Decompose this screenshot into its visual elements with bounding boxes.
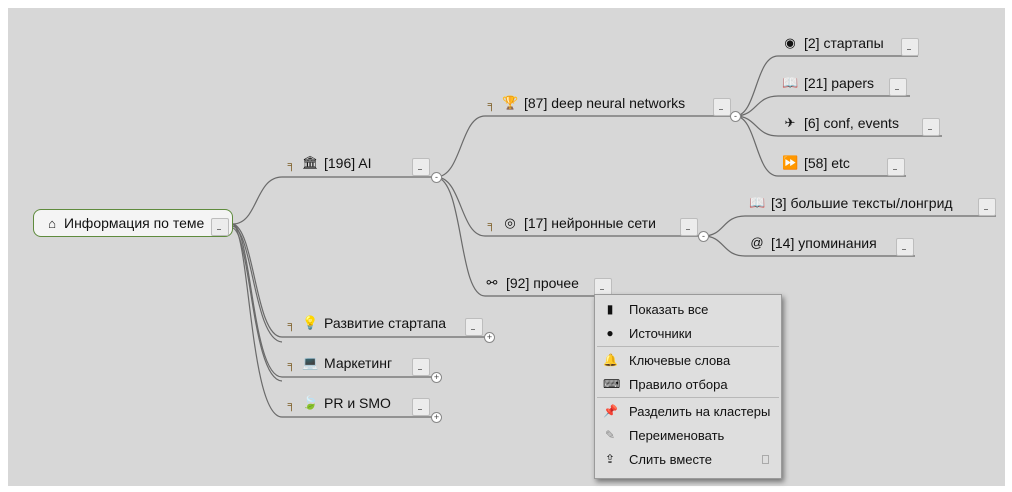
- target-plus-icon: ◉: [784, 35, 796, 50]
- node-ai[interactable]: ╕ 🏛 [196] AI: [287, 154, 372, 172]
- bell-icon: 🔔: [603, 353, 618, 367]
- mentions-dropdown-button[interactable]: [896, 238, 914, 256]
- book-icon: 📖: [782, 75, 799, 90]
- menu-item-keywords[interactable]: 🔔 Ключевые слова: [595, 348, 781, 372]
- node-papers[interactable]: 📖 [21] papers: [782, 74, 874, 92]
- startups-dropdown-button[interactable]: [901, 38, 919, 56]
- menu-item-label: Ключевые слова: [629, 352, 731, 368]
- laptop-icon: 💻: [302, 355, 319, 370]
- node-neural-label: [17] нейронные сети: [524, 215, 656, 231]
- menu-item-label: Показать все: [629, 301, 709, 317]
- node-etc-label: [58] etc: [804, 155, 850, 171]
- node-ai-label: [196] AI: [324, 155, 372, 171]
- drag-handle-icon[interactable]: ╕: [287, 359, 296, 371]
- building-icon: 🏛: [302, 155, 319, 170]
- link-icon: ⚯: [486, 275, 498, 290]
- drag-handle-icon[interactable]: ╕: [287, 399, 296, 411]
- drag-handle-icon[interactable]: ╕: [487, 99, 496, 111]
- menu-item-sources[interactable]: ● Источники: [595, 321, 781, 345]
- menu-item-label: Правило отбора: [629, 376, 728, 392]
- node-mentions-label: [14] упоминания: [771, 235, 877, 251]
- startup-dev-expand-toggle[interactable]: +: [484, 332, 495, 343]
- node-other[interactable]: ⚯ [92] прочее: [484, 274, 579, 292]
- menu-divider: [597, 346, 779, 347]
- menu-item-label: Источники: [629, 325, 692, 341]
- at-icon: @: [750, 235, 764, 250]
- papers-dropdown-button[interactable]: [889, 78, 907, 96]
- target-icon: ◎: [504, 215, 516, 230]
- long-texts-dropdown-button[interactable]: [978, 198, 996, 216]
- shortcut-icon: [762, 454, 769, 464]
- fast-forward-icon: ⏩: [782, 155, 799, 170]
- node-marketing[interactable]: ╕ 💻 Маркетинг: [287, 354, 392, 372]
- node-startup-dev-label: Развитие стартапа: [324, 315, 447, 331]
- startup-dev-dropdown-button[interactable]: [465, 318, 483, 336]
- context-menu: ▮ Показать все ● Источники 🔔 Ключевые сл…: [594, 294, 782, 479]
- keyboard-icon: ⌨: [603, 377, 621, 391]
- dnn-dropdown-button[interactable]: [713, 98, 731, 116]
- bulb-icon: 💡: [302, 315, 319, 330]
- pencil-icon: ✎: [604, 428, 616, 442]
- neural-dropdown-button[interactable]: [680, 218, 698, 236]
- etc-dropdown-button[interactable]: [887, 158, 905, 176]
- node-pr-smo-label: PR и SMO: [324, 395, 391, 411]
- marketing-expand-toggle[interactable]: +: [431, 372, 442, 383]
- node-startups-label: [2] стартапы: [804, 35, 884, 51]
- book-icon: ▮: [606, 302, 614, 316]
- book-icon: 📖: [749, 195, 766, 210]
- upload-icon: ⇪: [604, 452, 616, 466]
- menu-item-rename[interactable]: ✎ Переименовать: [595, 423, 781, 447]
- menu-item-filter-rule[interactable]: ⌨ Правило отбора: [595, 372, 781, 396]
- node-deep-neural-networks[interactable]: ╕ 🏆 [87] deep neural networks: [487, 94, 686, 112]
- menu-item-label: Переименовать: [629, 427, 725, 443]
- drag-handle-icon[interactable]: ╕: [487, 219, 496, 231]
- conf-dropdown-button[interactable]: [922, 118, 940, 136]
- dnn-collapse-toggle[interactable]: -: [730, 111, 741, 122]
- plane-icon: ✈: [784, 115, 796, 130]
- node-startups[interactable]: ◉ [2] стартапы: [782, 34, 884, 52]
- menu-item-label: Разделить на кластеры: [629, 403, 771, 419]
- drag-handle-icon[interactable]: ╕: [287, 319, 296, 331]
- home-icon: ⌂: [48, 215, 56, 231]
- menu-item-merge[interactable]: ⇪ Слить вместе: [595, 447, 781, 471]
- node-long-texts[interactable]: 📖 [3] большие тексты/лонгрид: [749, 194, 953, 212]
- node-conf-label: [6] conf, events: [804, 115, 899, 131]
- dot-icon: ●: [606, 326, 614, 340]
- ai-collapse-toggle[interactable]: -: [431, 172, 442, 183]
- leaf-icon: 🍃: [302, 395, 319, 410]
- node-papers-label: [21] papers: [804, 75, 875, 91]
- node-conf-events[interactable]: ✈ [6] conf, events: [782, 114, 899, 132]
- root-node[interactable]: ⌂ Информация по теме: [33, 209, 233, 237]
- menu-divider: [597, 397, 779, 398]
- node-other-label: [92] прочее: [506, 275, 579, 291]
- node-pr-smo[interactable]: ╕ 🍃 PR и SMO: [287, 394, 391, 412]
- menu-item-split-clusters[interactable]: 📌 Разделить на кластеры: [595, 399, 781, 423]
- pin-icon: 📌: [603, 404, 618, 418]
- node-mentions[interactable]: @ [14] упоминания: [749, 234, 877, 252]
- node-marketing-label: Маркетинг: [324, 355, 393, 371]
- ai-dropdown-button[interactable]: [412, 158, 430, 176]
- node-dnn-label: [87] deep neural networks: [524, 95, 686, 111]
- pr-smo-expand-toggle[interactable]: +: [431, 412, 442, 423]
- node-etc[interactable]: ⏩ [58] etc: [782, 154, 850, 172]
- marketing-dropdown-button[interactable]: [412, 358, 430, 376]
- drag-handle-icon[interactable]: ╕: [287, 159, 296, 171]
- mindmap-canvas: [8, 8, 1005, 486]
- trophy-icon: 🏆: [502, 95, 519, 110]
- node-startup-dev[interactable]: ╕ 💡 Развитие стартапа: [287, 314, 446, 332]
- neural-collapse-toggle[interactable]: -: [698, 231, 709, 242]
- root-dropdown-button[interactable]: [211, 218, 229, 236]
- root-node-label: Информация по теме: [64, 215, 205, 231]
- node-neural-networks[interactable]: ╕ ◎ [17] нейронные сети: [487, 214, 656, 232]
- node-long-texts-label: [3] большие тексты/лонгрид: [771, 195, 953, 211]
- menu-item-label: Слить вместе: [629, 451, 713, 467]
- pr-smo-dropdown-button[interactable]: [412, 398, 430, 416]
- menu-item-show-all[interactable]: ▮ Показать все: [595, 297, 781, 321]
